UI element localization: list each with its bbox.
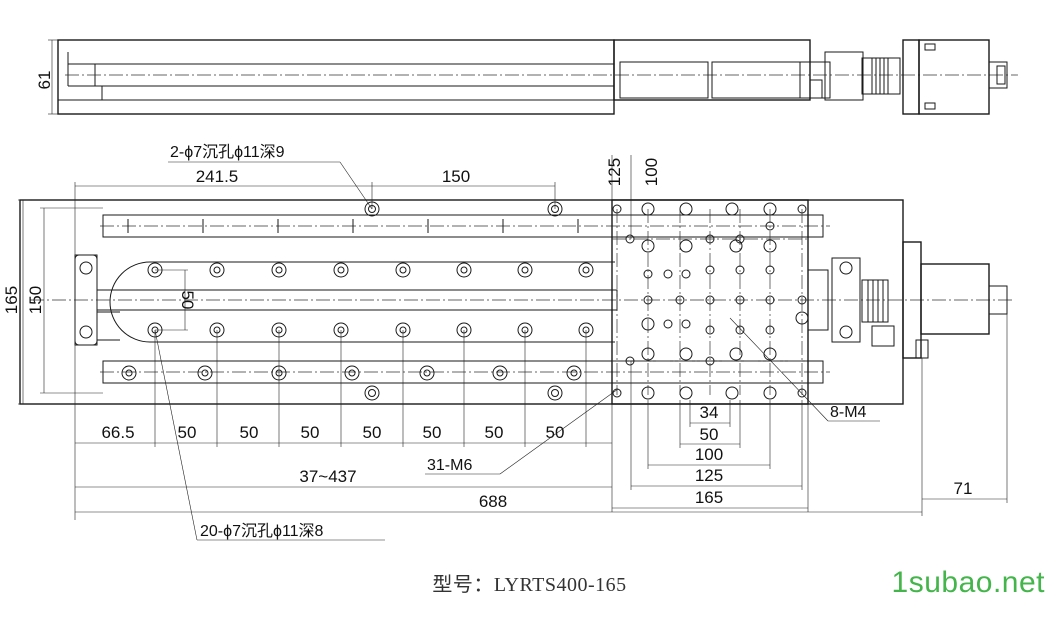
top-view <box>19 199 1015 405</box>
dim-66-5: 66.5 <box>101 423 134 442</box>
model-caption: 型号：LYRTS400-165 <box>432 574 627 596</box>
dim-100-vertical: 100 <box>642 158 661 186</box>
callout-counterbore-20: 20-ϕ7沉孔ϕ11深8 <box>200 522 324 540</box>
dim-50-table: 50 <box>700 425 719 444</box>
dim-pitch-5: 50 <box>423 423 442 442</box>
callouts: 2-ϕ7沉孔ϕ11深9 20-ϕ7沉孔ϕ11深8 31-M6 8-M4 <box>154 143 880 541</box>
callout-counterbore-2: 2-ϕ7沉孔ϕ11深9 <box>170 143 285 161</box>
dim-241-5: 241.5 <box>196 167 239 186</box>
dim-61: 61 <box>35 71 54 90</box>
dim-688: 688 <box>479 492 507 511</box>
dim-150-top: 150 <box>442 167 470 186</box>
dim-pitch-6: 50 <box>485 423 504 442</box>
watermark: 1subao.net <box>891 566 1045 599</box>
dimensions: 165 150 241.5 150 125 100 50 66.5 <box>2 155 1008 520</box>
rail-ticks <box>127 219 579 233</box>
counterbore-holes-20 <box>121 262 594 381</box>
dim-37-437: 37~437 <box>299 467 356 486</box>
dim-pitch-3: 50 <box>301 423 320 442</box>
dim-100-table: 100 <box>695 445 723 464</box>
dim-pitch-2: 50 <box>240 423 259 442</box>
dim-165-table: 165 <box>695 488 723 507</box>
callout-8-m4: 8-M4 <box>830 404 867 421</box>
dim-150-vertical: 150 <box>26 286 45 314</box>
dim-50-slot: 50 <box>178 291 197 310</box>
dim-pitch-4: 50 <box>363 423 382 442</box>
dim-34: 34 <box>700 403 719 422</box>
dim-71: 71 <box>954 479 973 498</box>
dim-125-table: 125 <box>695 466 723 485</box>
counterbore-holes-2 <box>364 201 563 401</box>
callout-31-m6: 31-M6 <box>427 457 472 474</box>
dim-pitch-7: 50 <box>546 423 565 442</box>
dim-pitch-1: 50 <box>178 423 197 442</box>
dim-125-vertical: 125 <box>605 158 624 186</box>
side-view: 61 <box>35 39 1018 115</box>
dim-165-vertical: 165 <box>2 286 21 314</box>
